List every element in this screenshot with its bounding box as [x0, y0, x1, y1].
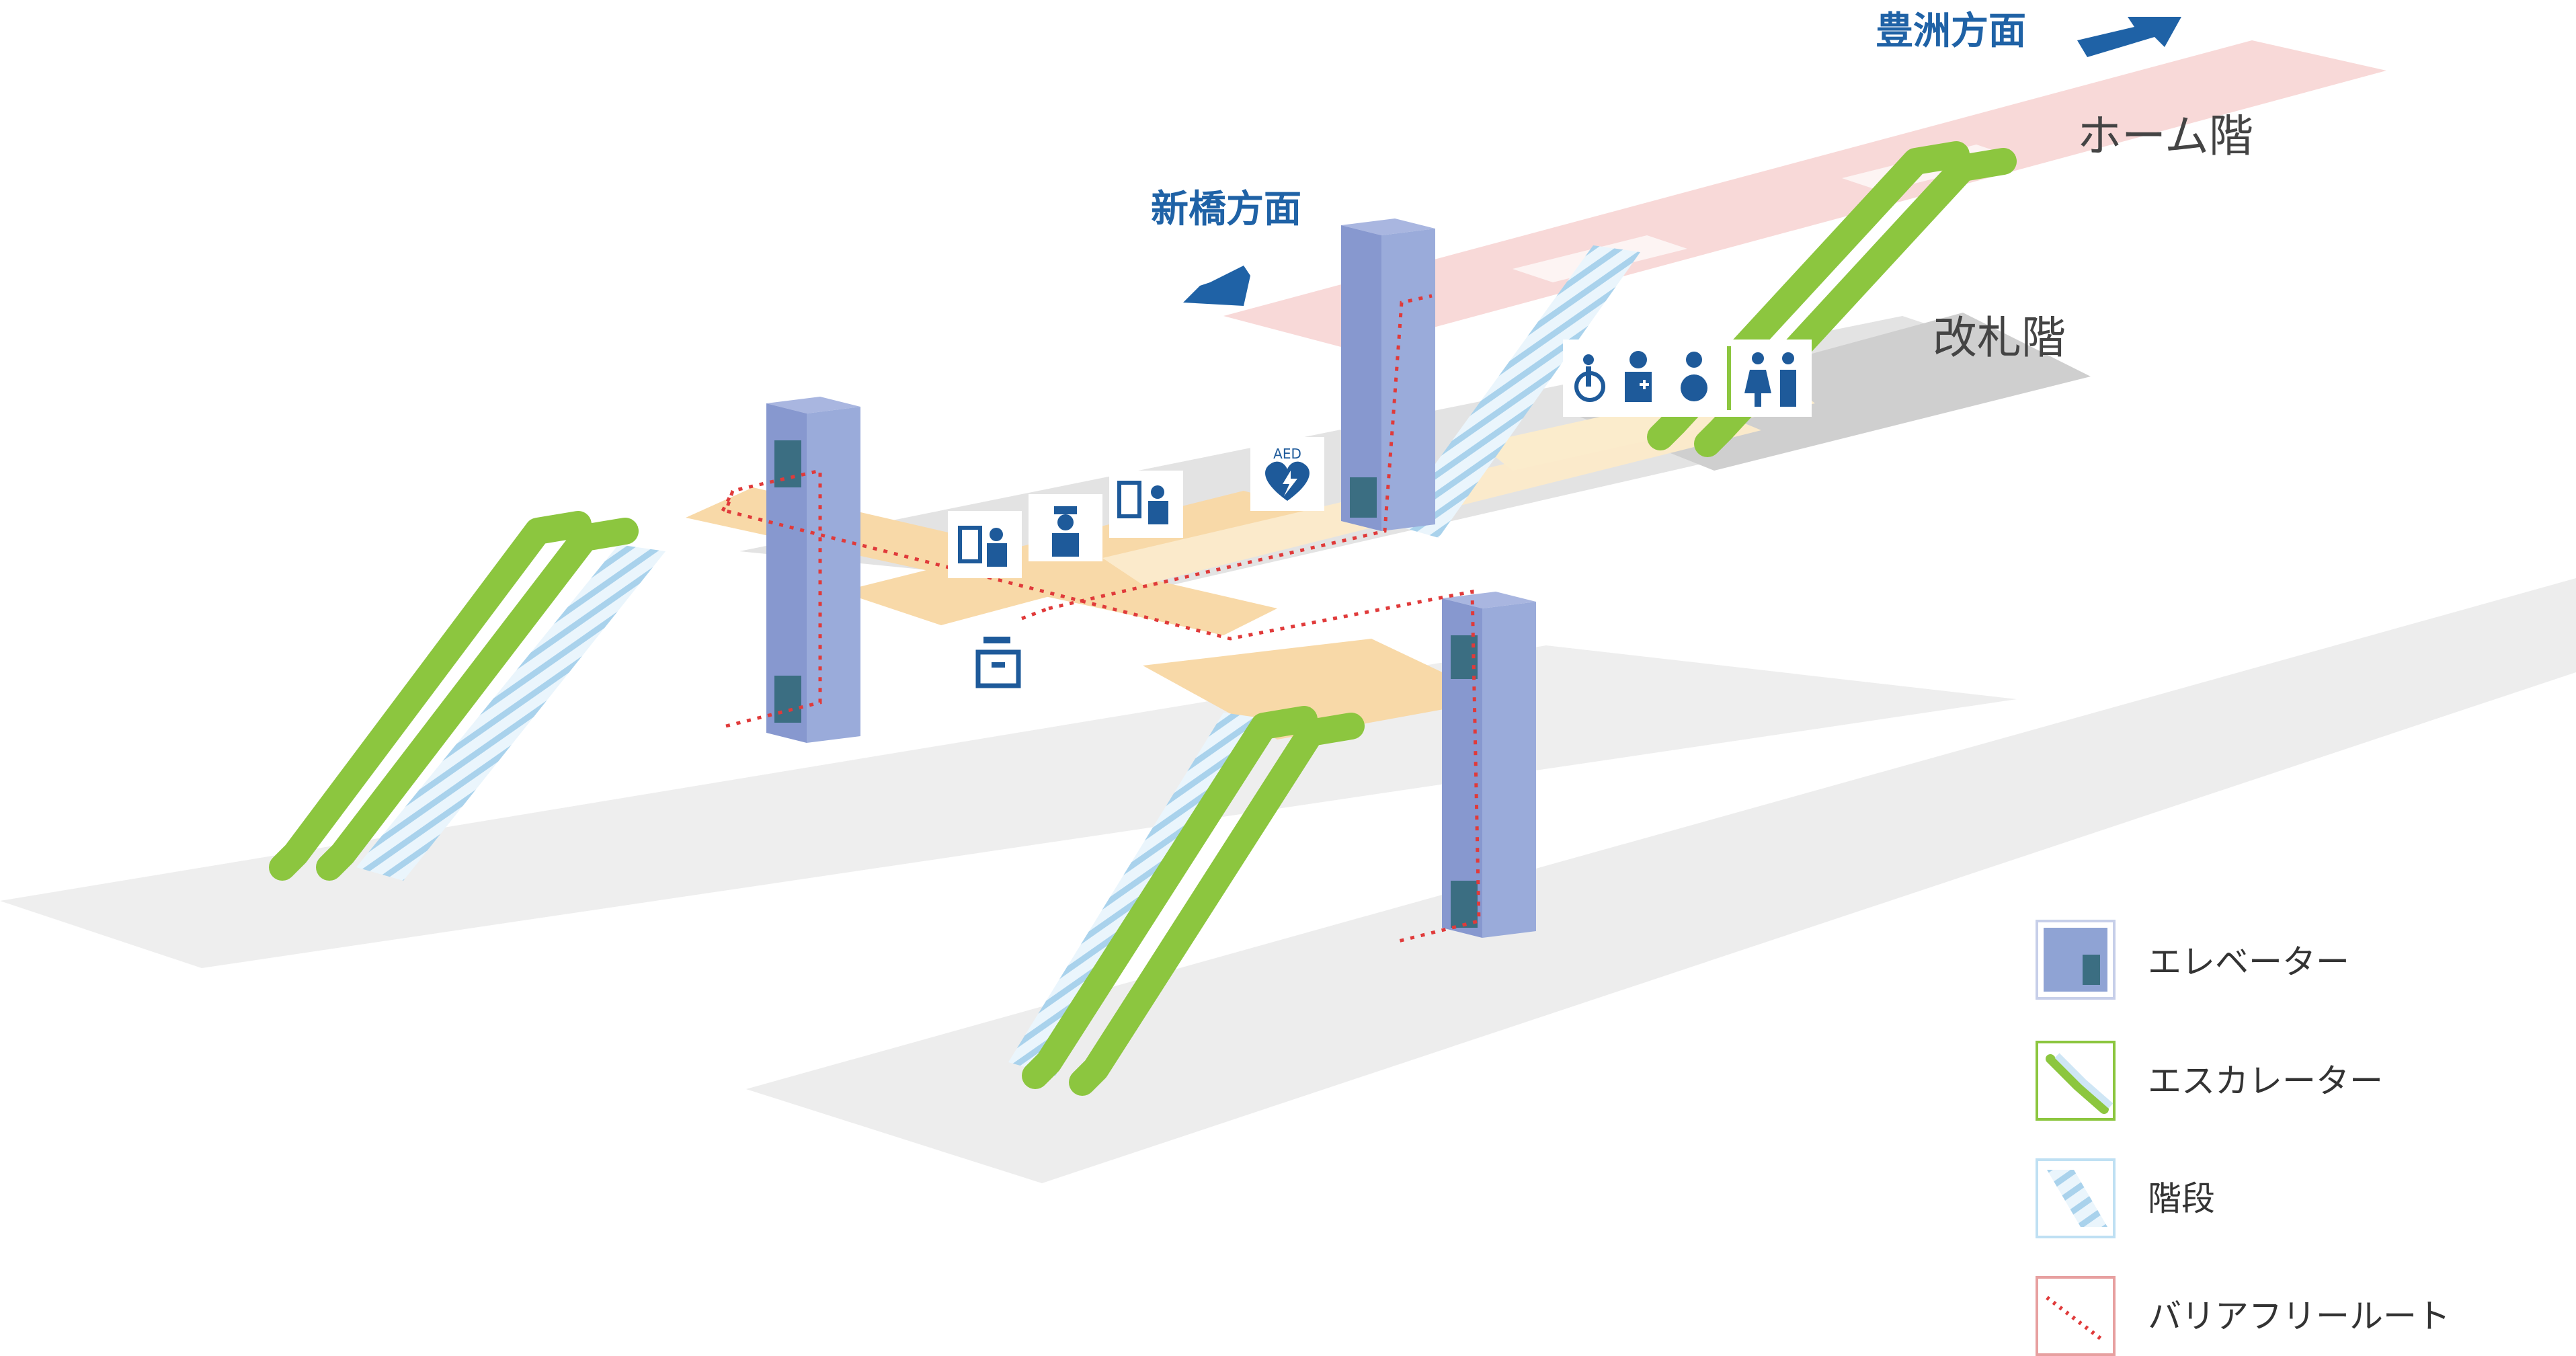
- svg-text:エスカレーター: エスカレーター: [2148, 1062, 2383, 1101]
- toyosu-direction-label: 豊洲方面: [1876, 9, 2026, 53]
- concourse-facility-panel: [1563, 340, 1812, 417]
- svg-text:バリアフリールート: バリアフリールート: [2148, 1297, 2450, 1336]
- legend-stairs: 階段: [2036, 1158, 2215, 1238]
- station-staff-icon: [1029, 494, 1102, 561]
- stairs-upper: [1392, 245, 1640, 538]
- concourse-floor-label: 改札階: [1933, 312, 2066, 364]
- escalator-left-1: [269, 511, 592, 881]
- legend-escalator: エスカレーター: [2036, 1041, 2383, 1121]
- elevator-right: [1442, 592, 1536, 938]
- shimbashi-direction-label: 新橋方面: [1151, 188, 1301, 231]
- barrier-free-route: [721, 294, 1481, 943]
- escalator-left-2: [316, 518, 639, 881]
- fare-adjustment-icon: [1109, 471, 1183, 538]
- elevator-left: [766, 397, 860, 743]
- baby-care-icon: [1681, 352, 1707, 401]
- escalator-center-2: [1069, 713, 1365, 1096]
- svg-text:AED: AED: [1273, 446, 1301, 462]
- aed-icon: AED: [1250, 437, 1324, 511]
- shimbashi-arrow-icon: [1183, 266, 1250, 306]
- legend-barrier-free: バリアフリールート: [2036, 1276, 2450, 1356]
- legend: エレベーター エスカレーター 階段 バリアフリールート: [2036, 920, 2450, 1356]
- platform-floor: [1223, 40, 2386, 350]
- escalator-upper-2: [1694, 148, 2017, 457]
- legend-elevator: エレベーター: [2036, 920, 2349, 1000]
- lower-platform-right: [746, 578, 2576, 1183]
- wheelchair-icon: [1574, 354, 1605, 402]
- elevator-center: [1341, 218, 1435, 531]
- restroom-icon: [1744, 352, 1796, 407]
- coin-locker-icon: [961, 629, 1035, 699]
- stairs-left: [356, 545, 666, 881]
- first-aid-icon: [1625, 351, 1652, 402]
- escalator-upper-1: [1647, 141, 1970, 450]
- escalator-center-1: [1022, 706, 1318, 1089]
- svg-text:エレベーター: エレベーター: [2148, 943, 2349, 982]
- toyosu-arrow-icon: [2077, 17, 2181, 57]
- platform-floor-label: ホーム階: [2077, 110, 2253, 162]
- svg-text:階段: 階段: [2148, 1179, 2215, 1218]
- ticket-machine-icon: [948, 511, 1022, 578]
